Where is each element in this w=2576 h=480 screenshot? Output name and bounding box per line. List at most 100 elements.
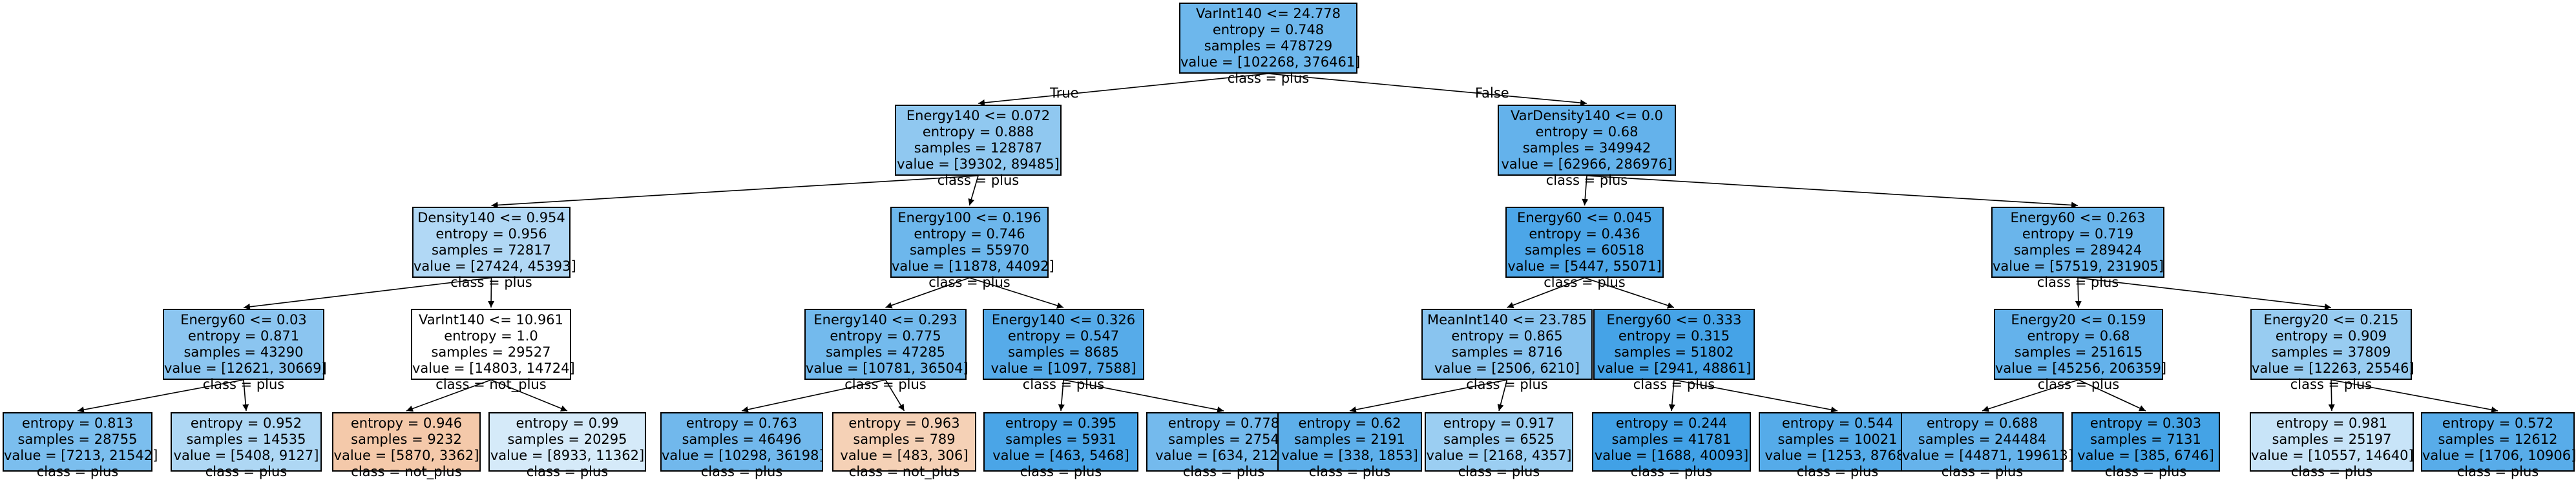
node-line: value = [2506, 6210] — [1434, 360, 1580, 376]
tree-edge-n7-n15 — [77, 379, 244, 413]
node-line: class = plus — [1630, 464, 1713, 479]
node-line: samples = 37809 — [2271, 344, 2391, 360]
node-line: entropy = 0.547 — [1007, 328, 1120, 344]
node-line: entropy = 0.778 — [1168, 415, 1280, 431]
tree-edge-n11-n24 — [1497, 379, 1508, 412]
node-line: entropy = 0.68 — [2027, 328, 2130, 344]
tree-edge-n5-n11 — [1507, 277, 1585, 309]
node-line: samples = 289424 — [2013, 242, 2142, 258]
node-line: Energy60 <= 0.263 — [2010, 210, 2146, 225]
node-line: class = plus — [36, 464, 119, 479]
node-line: entropy = 0.244 — [1615, 415, 1728, 431]
node-line: VarDensity140 <= 0.0 — [1510, 108, 1664, 123]
node-line: samples = 128787 — [914, 140, 1043, 156]
tree-edge-n14-n30 — [2330, 379, 2498, 413]
node-line: value = [57519, 231905] — [1993, 258, 2164, 274]
node-line: entropy = 0.865 — [1451, 328, 1563, 344]
node-line: Energy140 <= 0.326 — [991, 312, 1136, 328]
node-line: entropy = 0.917 — [1443, 415, 1555, 431]
node-line: class = plus — [937, 172, 1020, 188]
tree-edge-n2-n6 — [1586, 175, 2079, 209]
node-line: class = plus — [2290, 377, 2372, 392]
node-line: samples = 29527 — [431, 344, 551, 360]
node-line: value = [385, 6746] — [2077, 448, 2214, 463]
node-line: value = [1706, 10906] — [2422, 448, 2576, 463]
node-line: samples = 349942 — [1522, 140, 1651, 156]
node-line: entropy = 0.719 — [2022, 226, 2134, 242]
node-line: entropy = 0.871 — [187, 328, 300, 344]
node-line: Energy60 <= 0.03 — [180, 312, 307, 328]
node-line: class = plus — [1545, 172, 1628, 188]
node-line: entropy = 0.909 — [2275, 328, 2387, 344]
node-line: value = [12263, 25546] — [2252, 360, 2414, 376]
node-line: value = [7213, 21542] — [4, 448, 158, 463]
node-line: samples = 10021 — [1777, 432, 1898, 447]
node-line: value = [2941, 48861] — [1597, 360, 1752, 376]
tree-edge-n3-n8 — [488, 277, 495, 308]
node-line: samples = 789 — [853, 432, 956, 447]
node-line: value = [5408, 9127] — [173, 448, 319, 463]
tree-edge-n6-n14 — [2077, 277, 2332, 310]
node-line: value = [12621, 30669] — [164, 360, 327, 376]
node-line: samples = 46496 — [682, 432, 802, 447]
node-line: class = plus — [1022, 377, 1105, 392]
node-line: class = plus — [205, 464, 288, 479]
node-line: value = [338, 1853] — [1281, 448, 1418, 463]
node-line: entropy = 0.99 — [516, 415, 619, 431]
node-line: entropy = 0.315 — [1618, 328, 1730, 344]
node-line: entropy = 0.572 — [2442, 415, 2554, 431]
node-line: class = plus — [844, 377, 927, 392]
node-line: samples = 25197 — [2272, 432, 2392, 447]
tree-edge-n5-n12 — [1584, 277, 1675, 309]
node-line: entropy = 0.981 — [2276, 415, 2388, 431]
node-line: class = plus — [1458, 464, 1540, 479]
tree-edge-n7-n16 — [242, 379, 249, 412]
node-line: value = [45256, 206359] — [1995, 360, 2167, 376]
node-line: entropy = 0.763 — [686, 415, 798, 431]
node-line: Energy140 <= 0.072 — [906, 108, 1051, 123]
node-line: class = plus — [526, 464, 609, 479]
node-line: class = plus — [2037, 275, 2119, 290]
node-line: value = [62966, 286976] — [1501, 156, 1673, 172]
tree-edge-n4-n9 — [885, 277, 970, 309]
node-line: value = [102268, 376461] — [1180, 54, 1361, 70]
node-line: samples = 244484 — [1918, 432, 2047, 447]
node-line: class = plus — [2104, 464, 2187, 479]
tree-edge-n6-n13 — [2075, 277, 2082, 308]
tree-edge-n8-n18 — [490, 379, 568, 412]
node-line: samples = 8716 — [1451, 344, 1563, 360]
node-line: Density140 <= 0.954 — [417, 210, 565, 225]
tree-edge-n9-n20 — [885, 379, 905, 412]
node-line: class = plus — [1796, 464, 1879, 479]
tree-edge-n10-n21 — [1058, 379, 1065, 412]
node-line: samples = 12612 — [2438, 432, 2558, 447]
node-line: entropy = 0.68 — [1535, 124, 1639, 140]
node-line: Energy20 <= 0.215 — [2263, 312, 2399, 328]
node-line: samples = 43290 — [183, 344, 304, 360]
node-line: Energy60 <= 0.045 — [1517, 210, 1652, 225]
node-line: Energy100 <= 0.196 — [897, 210, 1042, 225]
tree-edge-n10-n22 — [1063, 379, 1224, 413]
node-line: samples = 41781 — [1611, 432, 1732, 447]
node-line: class = plus — [2456, 464, 2539, 479]
node-line: value = [5870, 3362] — [333, 448, 479, 463]
node-line: class = plus — [2037, 377, 2120, 392]
node-line: value = [27424, 45393] — [414, 258, 576, 274]
